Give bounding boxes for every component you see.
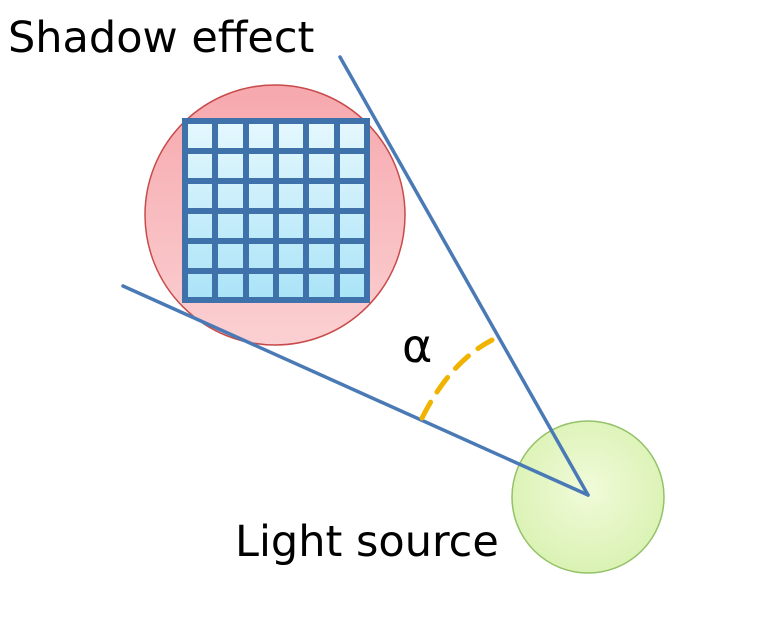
- light-source-label: Light source: [235, 517, 499, 567]
- angle-arc: [419, 337, 495, 421]
- angle-alpha-label: α: [402, 319, 432, 373]
- ray-lower: [121, 284, 590, 497]
- occluder: [144, 84, 406, 346]
- occluder-grid-icon: [182, 118, 370, 303]
- grid-lines: [182, 118, 370, 303]
- angle-marker: [419, 337, 495, 421]
- light-source: [511, 420, 665, 574]
- shadow-effect-label: Shadow effect: [8, 13, 314, 63]
- light-source-circle: [511, 420, 665, 574]
- ray-upper: [338, 55, 590, 497]
- rays: [121, 55, 590, 497]
- labels: Shadow effect Light source α: [8, 13, 499, 567]
